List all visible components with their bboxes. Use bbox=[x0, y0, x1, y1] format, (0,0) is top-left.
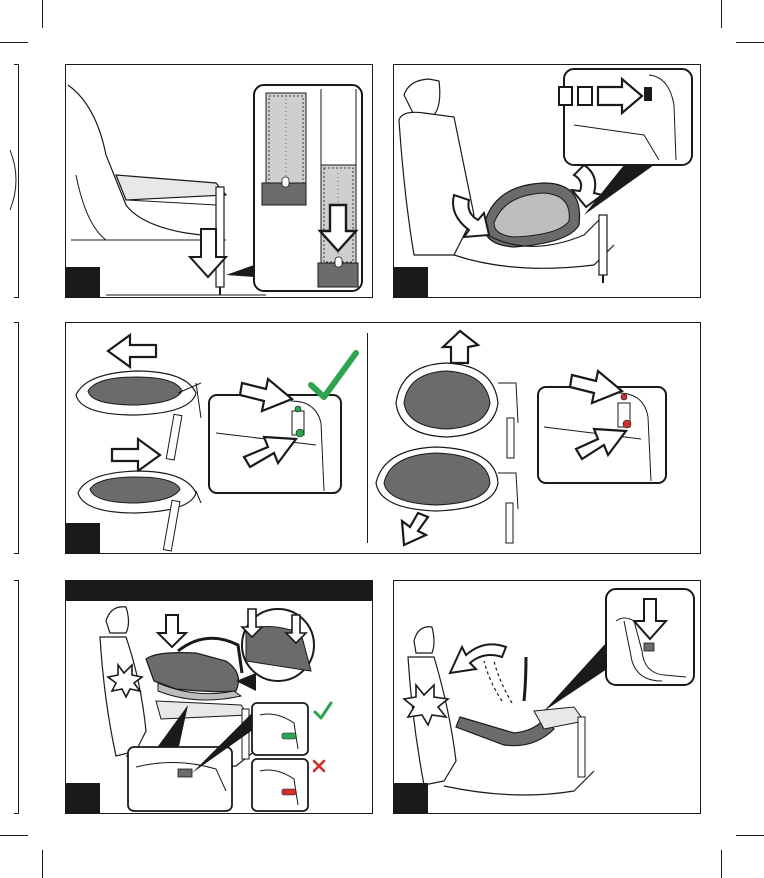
step-number-tab bbox=[394, 783, 428, 813]
margin-bracket bbox=[14, 322, 19, 554]
indicator-inset-ok bbox=[252, 703, 308, 755]
crop-mark bbox=[721, 0, 722, 28]
step-number-tab bbox=[394, 267, 428, 297]
red-indicator bbox=[623, 420, 631, 428]
green-indicator bbox=[295, 406, 301, 412]
panel-4-illustration bbox=[66, 581, 373, 814]
panel-3 bbox=[65, 322, 701, 554]
panel-1 bbox=[65, 64, 373, 298]
step-number-tab bbox=[66, 783, 100, 813]
crop-mark bbox=[736, 835, 764, 836]
panel-5-illustration bbox=[394, 581, 701, 814]
arrow-icon bbox=[402, 513, 428, 545]
panel-3-illustration bbox=[66, 323, 701, 554]
margin-bracket bbox=[14, 580, 19, 814]
support-leg bbox=[216, 187, 224, 287]
arrow-icon bbox=[158, 615, 186, 647]
crop-mark bbox=[42, 850, 43, 878]
step-number-tab bbox=[66, 267, 100, 297]
indicator-inset-bad bbox=[252, 759, 308, 811]
crop-mark bbox=[736, 42, 764, 43]
crop-mark bbox=[42, 0, 43, 28]
base-shell bbox=[116, 175, 226, 200]
crop-mark bbox=[721, 850, 722, 878]
green-indicator bbox=[282, 733, 296, 739]
check-mark-icon bbox=[315, 703, 331, 718]
arrow-icon bbox=[108, 335, 156, 367]
red-indicator bbox=[621, 394, 627, 400]
green-indicator bbox=[296, 429, 304, 437]
panel-4 bbox=[65, 580, 373, 814]
rotate-arrow-icon bbox=[450, 644, 506, 673]
margin-curve bbox=[0, 0, 30, 300]
panel-2-illustration bbox=[394, 65, 701, 298]
crop-mark bbox=[0, 835, 28, 836]
cross-icon bbox=[314, 761, 324, 771]
check-mark-icon bbox=[311, 353, 356, 397]
base-detail-inset bbox=[128, 747, 232, 811]
red-indicator bbox=[282, 789, 296, 795]
panel-5 bbox=[393, 580, 701, 814]
panel-2 bbox=[393, 64, 701, 298]
arrow-icon bbox=[112, 439, 160, 471]
step-number-tab bbox=[66, 523, 100, 553]
arrow-icon bbox=[443, 331, 478, 363]
panel-1-illustration bbox=[66, 65, 373, 298]
